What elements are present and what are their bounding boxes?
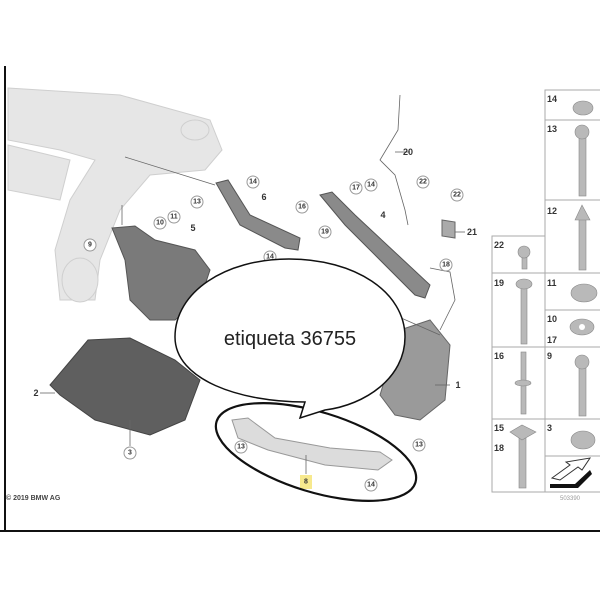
part-2-shield [49, 337, 201, 436]
callout-8-highlighted: 8 [300, 475, 312, 489]
callout-22: 22 [450, 188, 464, 202]
callout-13: 13 [190, 195, 204, 209]
part-4-link [319, 191, 431, 299]
grid-label-16: 16 [494, 351, 504, 361]
callout-14: 14 [364, 478, 378, 492]
grid-label-19: 19 [494, 278, 504, 288]
nut-icon [570, 430, 596, 450]
callout-22: 22 [416, 175, 430, 189]
svg-text:20: 20 [403, 147, 413, 157]
bolt-icon [578, 214, 587, 271]
svg-text:14: 14 [367, 482, 375, 489]
svg-text:21: 21 [467, 227, 477, 237]
svg-text:9: 9 [88, 242, 92, 249]
bolt-head-icon [509, 424, 537, 441]
nut-icon [570, 283, 598, 303]
callout-19: 19 [318, 225, 332, 239]
svg-text:2: 2 [33, 388, 38, 398]
callout-2: 2 [33, 388, 38, 398]
callout-11: 11 [167, 210, 181, 224]
arrow-icon [550, 457, 592, 488]
bolt-head-icon [574, 204, 591, 221]
grid-label-22: 22 [494, 240, 504, 250]
svg-text:18: 18 [442, 262, 450, 269]
callout-10: 10 [153, 216, 167, 230]
svg-text:14: 14 [367, 182, 375, 189]
callout-14: 14 [246, 175, 260, 189]
callout-17: 17 [349, 181, 363, 195]
callout-6: 6 [261, 192, 266, 202]
callout-13: 13 [234, 440, 248, 454]
callout-16: 16 [295, 200, 309, 214]
grid-label-12: 12 [547, 206, 557, 216]
bolt-head-icon [574, 124, 590, 140]
svg-text:13: 13 [237, 444, 245, 451]
frame-left-border [4, 66, 6, 531]
svg-text:3: 3 [128, 450, 132, 457]
svg-text:5: 5 [190, 223, 195, 233]
callout-18: 18 [439, 258, 453, 272]
callout-14: 14 [364, 178, 378, 192]
bolt-icon [518, 431, 527, 489]
callout-13: 13 [412, 438, 426, 452]
bolt-icon [520, 283, 528, 345]
svg-text:10: 10 [156, 220, 164, 227]
callout-5: 5 [190, 223, 195, 233]
svg-text:11: 11 [170, 214, 178, 221]
highlight-ellipse [214, 402, 418, 502]
svg-text:17: 17 [352, 185, 360, 192]
bolt-head-icon [515, 278, 533, 290]
bubble-text: etiqueta 36755 [224, 328, 356, 350]
svg-text:4: 4 [380, 210, 385, 220]
part-20-sensor-cable [379, 94, 409, 226]
grid-label-18: 18 [494, 443, 504, 453]
grid-label-17: 17 [547, 335, 557, 345]
callout-3: 3 [123, 446, 137, 460]
part-21-bracket [441, 219, 456, 239]
svg-text:6: 6 [261, 192, 266, 202]
svg-text:14: 14 [249, 179, 257, 186]
grid-label-3: 3 [547, 423, 552, 433]
subframe [7, 87, 223, 303]
frame-bottom-border [0, 530, 600, 532]
nut-icon [572, 100, 594, 116]
svg-text:1: 1 [455, 380, 460, 390]
grid-label-14: 14 [547, 94, 557, 104]
svg-text:22: 22 [419, 179, 427, 186]
callout-20: 20 [403, 147, 413, 157]
bolt-icon [578, 129, 587, 197]
callout-1: 1 [455, 380, 460, 390]
part-6-link [215, 179, 301, 251]
svg-text:13: 13 [415, 442, 423, 449]
part-8-arm [231, 417, 393, 471]
svg-text:22: 22 [453, 192, 461, 199]
copyright-text: © 2019 BMW AG [6, 494, 61, 502]
bolt-head-icon [517, 245, 531, 259]
grid-label-13: 13 [547, 124, 557, 134]
callout-4: 4 [380, 210, 385, 220]
callout-9: 9 [83, 238, 97, 252]
bolt-head-icon [574, 354, 590, 370]
grid-label-9: 9 [547, 351, 552, 361]
diagram-number: 503390 [560, 496, 581, 502]
svg-text:14: 14 [266, 254, 274, 261]
speech-bubble [174, 258, 406, 420]
grid-label-15: 15 [494, 423, 504, 433]
svg-text:19: 19 [321, 229, 329, 236]
svg-text:13: 13 [193, 199, 201, 206]
grid-label-10: 10 [547, 314, 557, 324]
parts-grid: 14 13 12 11 10 17 9 3 22 19 16 15 18 [491, 89, 600, 493]
svg-text:8: 8 [304, 479, 308, 486]
grid-label-11: 11 [547, 278, 557, 288]
svg-text:16: 16 [298, 204, 306, 211]
callout-21: 21 [467, 227, 477, 237]
